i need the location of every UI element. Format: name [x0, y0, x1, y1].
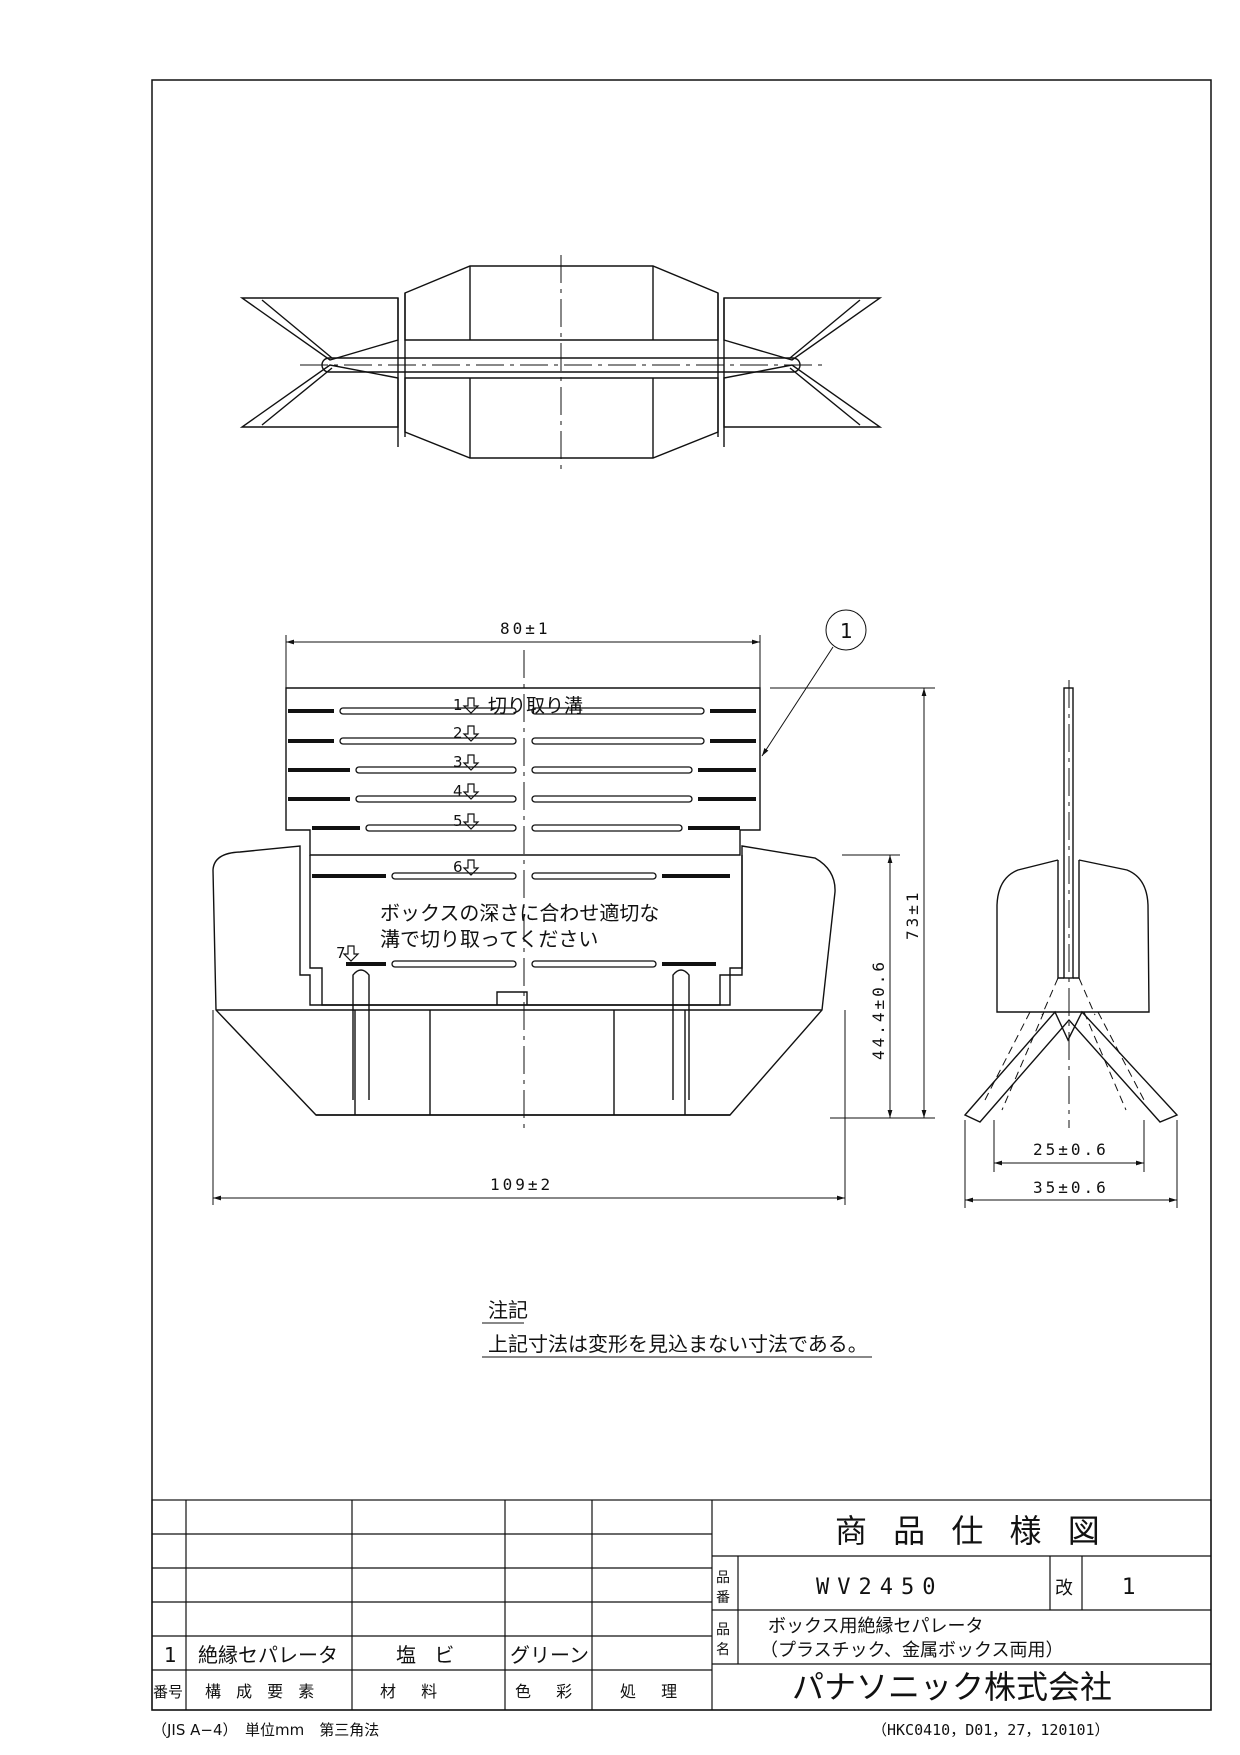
down-arrow-icon	[342, 945, 360, 962]
dim-width-base: 109±2	[490, 1175, 553, 1194]
rev-label: 改	[1055, 1578, 1073, 1599]
groove-number: 6	[453, 858, 463, 876]
down-arrow-icon	[462, 725, 480, 742]
parts-table-grid	[151, 1499, 1212, 1711]
groove-row	[288, 795, 756, 803]
footer-left: （JIS A−4） 単位mm 第三角法	[152, 1721, 379, 1739]
groove-number: 7	[336, 944, 346, 962]
cut-groove-label: 切り取り溝	[488, 695, 583, 717]
groove-row	[288, 707, 756, 715]
dim-height-total: 73±1	[903, 889, 922, 940]
header-component: 構 成 要 素	[205, 1682, 319, 1701]
header-treatment: 処 理	[620, 1682, 687, 1701]
part-row-color: グリーン	[510, 1643, 589, 1667]
footer-right: （HKC0410，D01，27，120101）	[872, 1721, 1110, 1739]
header-material: 材 料	[380, 1682, 447, 1701]
down-arrow-icon	[462, 783, 480, 800]
rev-number: 1	[1122, 1575, 1136, 1600]
groove-row	[346, 960, 716, 968]
cut-grooves	[288, 707, 756, 968]
sheet-border	[151, 79, 1212, 1711]
title-block-texts: 商 品 仕 様 図 品 番 WV2450 改 1 品 名 ボックス用絶縁セパレー…	[716, 1512, 1136, 1706]
top-view	[239, 255, 883, 470]
dim-height-lower: 44.4±0.6	[869, 959, 888, 1060]
groove-row	[288, 766, 756, 774]
groove-arrow-icons	[342, 697, 480, 962]
groove-number: 3	[453, 753, 463, 771]
dim-width-front: 80±1	[500, 619, 551, 638]
groove-number: 1	[453, 696, 463, 714]
drawing-title: 商 品 仕 様 図	[835, 1512, 1108, 1550]
balloon-number: 1	[840, 619, 853, 643]
groove-row	[312, 824, 740, 832]
dim-side-inner: 25±0.6	[1033, 1140, 1109, 1159]
part-no: WV2450	[816, 1575, 943, 1600]
part-row-material: 塩 ビ	[396, 1643, 460, 1667]
groove-number: 2	[453, 724, 463, 742]
product-name-line-1: ボックス用絶縁セパレータ	[768, 1616, 983, 1637]
product-name-line-2: （プラスチック、金属ボックス両用）	[760, 1640, 1063, 1661]
company-name: パナソニック株式会社	[792, 1668, 1112, 1706]
groove-row	[288, 737, 756, 745]
part-row-component: 絶縁セパレータ	[198, 1643, 338, 1667]
down-arrow-icon	[462, 813, 480, 830]
dimension-texts: 80±1 73±1 44.4±0.6 109±2 25±0.6 35±0.6	[490, 619, 1109, 1197]
part-no-label: 番	[716, 1590, 730, 1606]
instruction-line-2: 溝で切り取ってください	[380, 927, 598, 951]
down-arrow-icon	[462, 754, 480, 771]
parts-table-texts: 1 絶縁セパレータ 塩 ビ グリーン 番号 構 成 要 素 材 料 色 彩 処 …	[153, 1643, 687, 1701]
header-no: 番号	[153, 1683, 183, 1701]
part-row-no: 1	[164, 1643, 177, 1667]
instruction-line-1: ボックスの深さに合わせ適切な	[380, 901, 659, 925]
part-no-label: 品	[716, 1570, 730, 1586]
note-text: 上記寸法は変形を見込まない寸法である。	[488, 1332, 868, 1356]
dim-side-outer: 35±0.6	[1033, 1178, 1109, 1197]
header-color: 色 彩	[515, 1682, 582, 1701]
groove-row	[312, 872, 730, 880]
down-arrow-icon	[462, 859, 480, 876]
item-balloon	[825, 609, 867, 651]
down-arrow-icon	[462, 697, 480, 714]
name-label: 品	[716, 1622, 730, 1638]
groove-number: 4	[453, 782, 463, 800]
front-view	[212, 650, 836, 1128]
groove-number: 5	[453, 812, 463, 830]
name-label: 名	[716, 1642, 730, 1658]
side-view	[963, 680, 1179, 1128]
note-title: 注記	[488, 1298, 528, 1322]
groove-labels: 1 2 3 4 5 6 7	[336, 696, 463, 962]
dimension-lines	[212, 609, 1178, 1208]
